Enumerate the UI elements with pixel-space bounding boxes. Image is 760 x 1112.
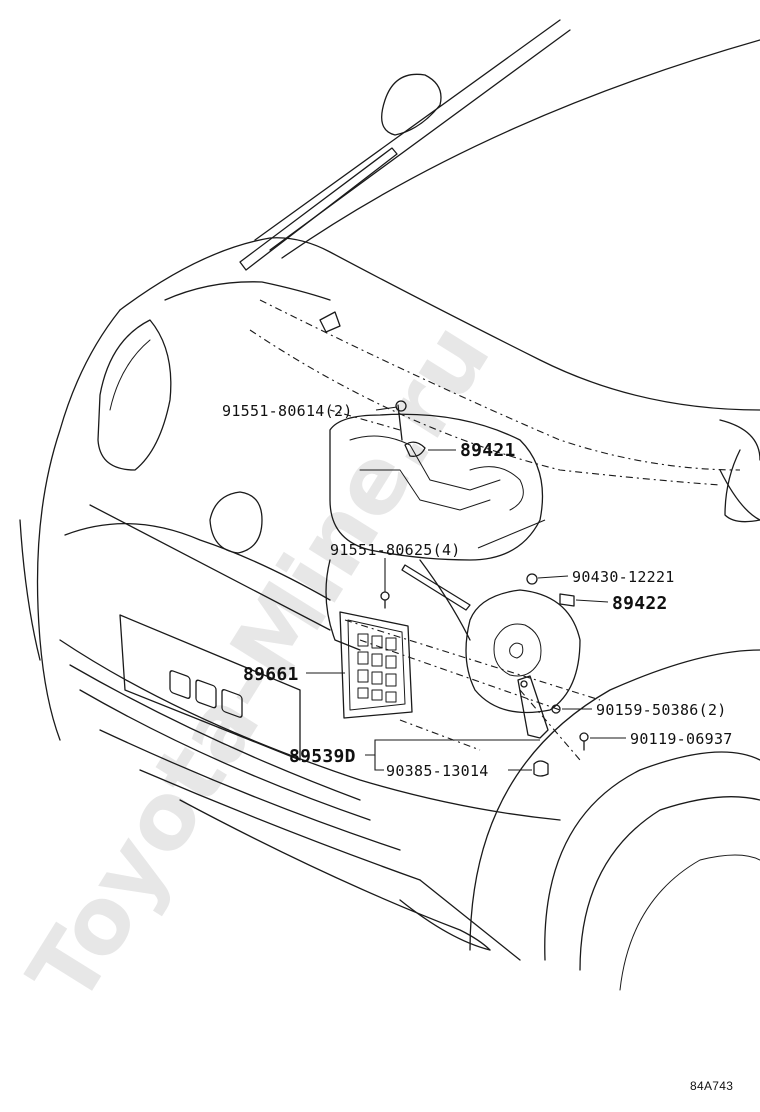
link-dash-1 [329, 409, 401, 431]
label-90430-12221: 90430-12221 [572, 568, 675, 586]
leader-p1 [375, 406, 398, 411]
label-89661: 89661 [243, 664, 299, 685]
leader-p4 [537, 575, 569, 579]
link-dash-2 [344, 619, 601, 701]
link-dash-4 [399, 719, 481, 751]
label-91551-80614: 91551-80614(2) [222, 402, 353, 420]
headlight-left [97, 319, 172, 471]
transmission-center [509, 642, 524, 659]
wheel-arch-lower [399, 899, 491, 951]
label-90385-13014: 90385-13014 [386, 762, 489, 780]
plate-box-2 [195, 679, 217, 709]
windshield-edge [281, 39, 760, 259]
engine-detail-2 [359, 469, 491, 511]
hood-front-lip-2 [249, 329, 721, 486]
engine-head [329, 413, 544, 561]
shaft-rod [401, 564, 471, 611]
bolt-head-91551-80614 [395, 400, 407, 412]
front-wheel-arch [469, 649, 760, 951]
label-89421: 89421 [460, 440, 516, 461]
front-fascia-left [36, 309, 121, 741]
bumper-line-2 [69, 664, 361, 801]
nut-90430-12221 [526, 573, 538, 585]
under-shield [419, 879, 521, 961]
leader-lines [306, 406, 626, 771]
hood-crease [164, 281, 331, 301]
part-89539d-bracket [517, 675, 589, 777]
bumper-line-4 [99, 729, 401, 851]
ecu-grid [357, 633, 397, 703]
front-wheel-tire [579, 796, 760, 971]
upper-grille [64, 523, 331, 601]
ecu-bracket-inner [347, 619, 406, 711]
fog-lamp [209, 491, 263, 554]
engine-block [325, 559, 471, 651]
part-89661-ecu [339, 591, 413, 719]
bumper-line-1 [59, 639, 561, 821]
hood-slot [319, 311, 341, 333]
bumper-line-3 [79, 689, 371, 821]
bolt-90159-50386 [551, 704, 561, 714]
bolt-91551-80625 [380, 591, 390, 601]
bracket-89539d [517, 675, 549, 739]
a-pillar-outline [254, 19, 561, 241]
link-dash-5 [519, 689, 581, 761]
plate-box-3 [221, 689, 243, 718]
part-89421-sensor [395, 400, 426, 457]
part-89422-sensor [526, 573, 575, 607]
sensor-body [404, 441, 426, 457]
bumper-bottom [179, 799, 491, 951]
engine-detail-3 [469, 466, 524, 511]
transmission-housing [465, 589, 581, 714]
label-90159-50386: 90159-50386(2) [596, 701, 727, 719]
grille-strip [89, 504, 331, 631]
front-wheel-outer [544, 751, 760, 961]
hood-top-edge [119, 237, 760, 411]
label-91551-80625: 91551-80625(4) [330, 541, 461, 559]
wiper-arm [239, 147, 398, 271]
bumper-line-5 [139, 769, 421, 881]
ecu-bracket [339, 611, 413, 719]
transmission-ring [493, 623, 542, 677]
diagram-code: 84A743 [690, 1079, 733, 1093]
leader-p9a [365, 739, 540, 756]
link-dash-3 [359, 639, 561, 711]
engine-assembly [325, 409, 601, 761]
grommet-90385-13014 [533, 760, 549, 777]
label-90119-06937: 90119-06937 [630, 730, 733, 748]
license-plate [119, 614, 301, 761]
label-89539d: 89539D [289, 746, 356, 767]
wheel-hub-arc [619, 854, 760, 991]
front-side-line [19, 519, 41, 661]
bracket-hole-1 [520, 680, 528, 688]
engine-detail-1 [349, 435, 501, 491]
side-mirror [381, 73, 442, 136]
sensor-89422-body [559, 593, 575, 607]
fender-edge [724, 449, 760, 523]
leader-p9b [374, 755, 384, 771]
hood-front-lip [259, 299, 741, 471]
leader-p3a [477, 519, 546, 549]
plate-box-1 [169, 670, 191, 699]
label-89422: 89422 [612, 593, 668, 614]
car-body-illustration [19, 19, 760, 991]
leader-p5 [575, 599, 609, 603]
headlight-inner [109, 339, 151, 411]
screw-90119-06937 [579, 732, 589, 742]
callout-labels: 91551-80614(2) 89421 91551-80625(4) 9043… [222, 402, 733, 780]
